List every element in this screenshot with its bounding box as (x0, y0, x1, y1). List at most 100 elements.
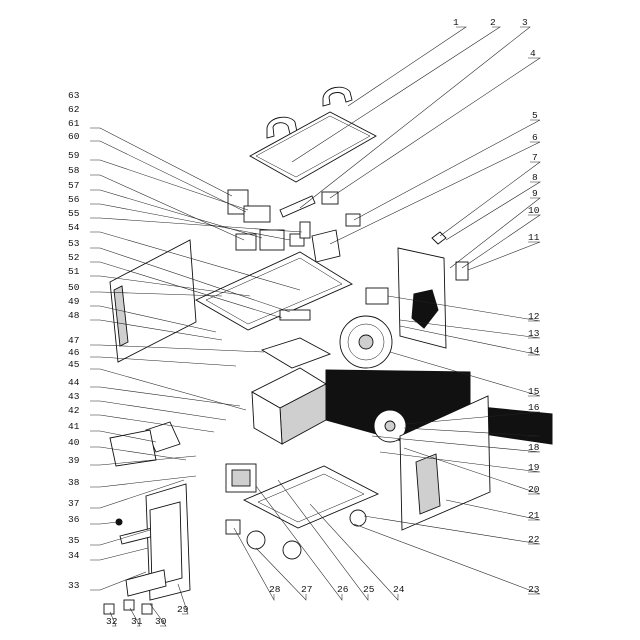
callout-21: 21 (528, 510, 540, 521)
board-59 (259, 229, 285, 251)
callout-44: 44 (68, 377, 80, 388)
component-62 (243, 205, 271, 223)
callout-25: 25 (363, 584, 375, 595)
callout-32: 32 (106, 616, 118, 627)
plate-47 (260, 337, 332, 369)
callout-10: 10 (528, 205, 540, 216)
callout-53: 53 (68, 238, 80, 249)
callout-4: 4 (530, 48, 536, 59)
callout-54: 54 (68, 222, 80, 233)
callout-47: 47 (68, 335, 79, 346)
switch-11 (455, 261, 469, 281)
base-plate (242, 465, 380, 529)
callout-33: 33 (68, 580, 80, 591)
callout-63: 63 (68, 90, 80, 101)
right-vent-grille (415, 453, 441, 515)
callout-30: 30 (155, 616, 167, 627)
callout-26: 26 (337, 584, 349, 595)
handle-front (266, 116, 298, 139)
callout-5: 5 (532, 110, 538, 121)
callout-numbers: 1 2 3 4 5 6 7 8 9 10 11 12 13 14 15 16 1… (68, 17, 540, 627)
callout-23: 23 (528, 584, 540, 595)
leader-lines (90, 26, 541, 627)
cable-8 (431, 231, 447, 245)
callout-16: 16 (528, 402, 540, 413)
rear-vent (411, 289, 439, 329)
caster-27 (246, 530, 266, 550)
callout-57: 57 (68, 180, 79, 191)
board-60 (235, 233, 257, 251)
plate-6 (311, 229, 341, 263)
left-side-panel (109, 239, 197, 363)
parts-drawing (103, 86, 553, 615)
callout-8: 8 (532, 172, 538, 183)
callout-46: 46 (68, 347, 80, 358)
callout-50: 50 (68, 282, 80, 293)
callout-62: 62 (68, 104, 80, 115)
callout-1: 1 (453, 17, 459, 28)
callout-49: 49 (68, 296, 80, 307)
callout-61: 61 (68, 118, 80, 129)
top-cover (249, 111, 377, 183)
front-panel-inset (149, 501, 183, 587)
callout-22: 22 (528, 534, 540, 545)
caster-26 (282, 540, 302, 560)
terminal-12 (365, 287, 389, 305)
handle-rear (322, 86, 353, 107)
callout-40: 40 (68, 437, 80, 448)
terminal-block-54 (279, 309, 311, 321)
callout-38: 38 (68, 477, 80, 488)
callout-48: 48 (68, 310, 80, 321)
callout-27: 27 (301, 584, 312, 595)
callout-58: 58 (68, 165, 80, 176)
callout-29: 29 (177, 604, 189, 615)
left-vent-grille (113, 285, 129, 347)
callout-12: 12 (528, 311, 540, 322)
callout-14: 14 (528, 345, 540, 356)
callout-41: 41 (68, 421, 80, 432)
transformer-core (225, 463, 257, 493)
callout-9: 9 (532, 188, 538, 199)
component-63 (227, 189, 249, 215)
callout-28: 28 (269, 584, 281, 595)
callout-56: 56 (68, 194, 80, 205)
callout-18: 18 (528, 442, 540, 453)
callout-51: 51 (68, 266, 80, 277)
callout-37: 37 (68, 498, 79, 509)
callout-19: 19 (528, 462, 540, 473)
connector-32 (103, 603, 115, 615)
callout-39: 39 (68, 455, 80, 466)
callout-59: 59 (68, 150, 80, 161)
callout-24: 24 (393, 584, 405, 595)
callout-3: 3 (522, 17, 528, 28)
middle-board (195, 251, 353, 331)
callout-35: 35 (68, 535, 80, 546)
callout-7: 7 (532, 152, 538, 163)
callout-34: 34 (68, 550, 80, 561)
callout-55: 55 (68, 208, 80, 219)
callout-2: 2 (490, 17, 496, 28)
callout-52: 52 (68, 252, 80, 263)
callout-45: 45 (68, 359, 80, 370)
connector-plate (125, 569, 167, 597)
callout-42: 42 (68, 405, 80, 416)
callout-6: 6 (532, 132, 538, 143)
callout-60: 60 (68, 131, 80, 142)
component-5 (345, 213, 361, 227)
callout-36: 36 (68, 514, 80, 525)
callout-15: 15 (528, 386, 540, 397)
callout-43: 43 (68, 391, 80, 402)
caster-22 (349, 509, 367, 527)
callout-20: 20 (528, 484, 540, 495)
callout-13: 13 (528, 328, 540, 339)
callout-11: 11 (528, 232, 540, 243)
callout-31: 31 (131, 616, 143, 627)
connector-31 (123, 599, 135, 611)
bracket-3 (279, 195, 316, 218)
connector-30 (141, 603, 153, 615)
rectifier-28 (225, 519, 241, 535)
relay-56 (299, 221, 311, 239)
callout-17: 17 (528, 426, 539, 437)
